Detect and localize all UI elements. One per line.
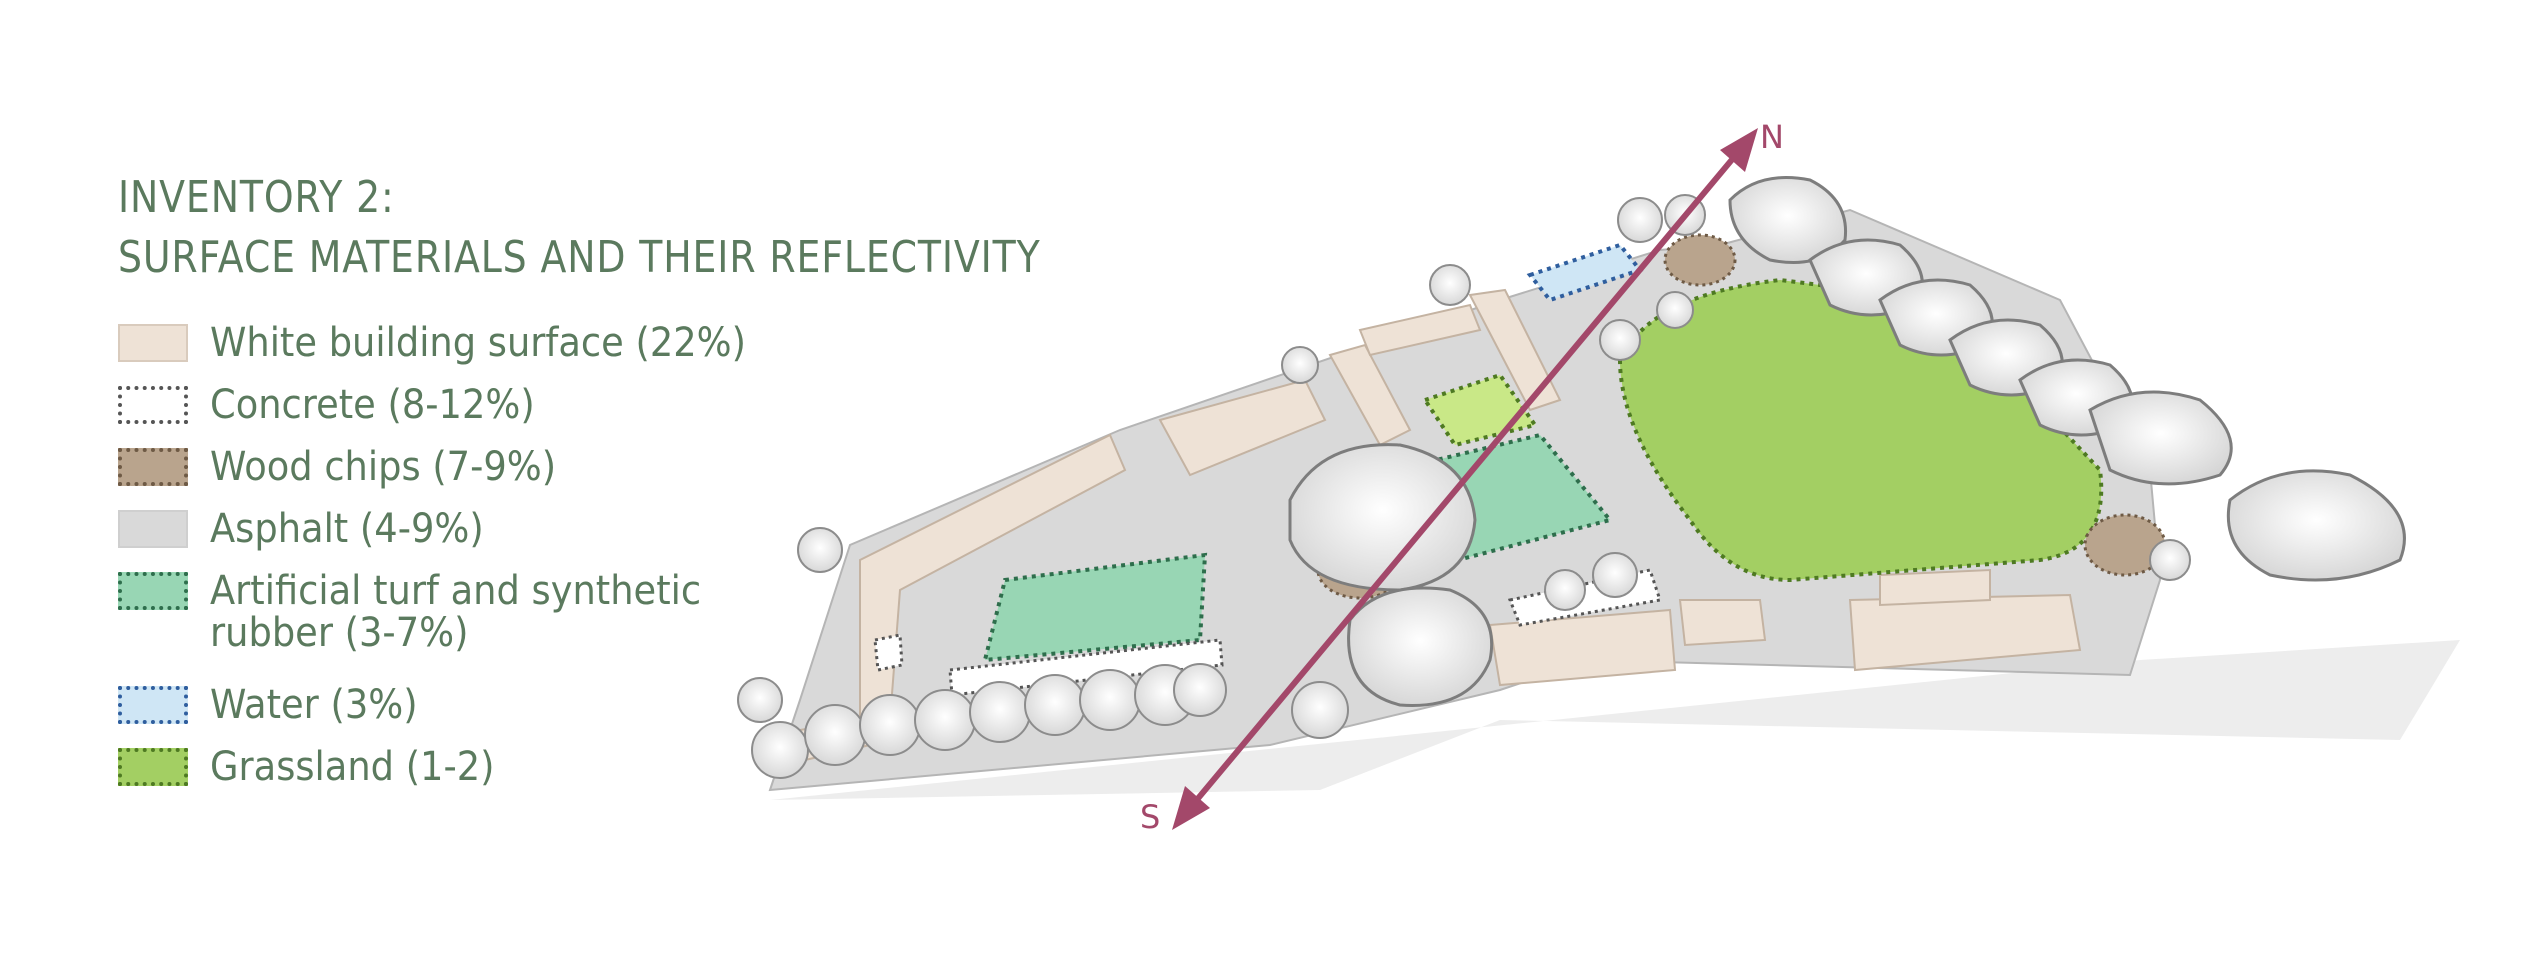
tree [2149,539,2191,581]
north-arrowhead [1720,128,1758,172]
legend-label-turf: Artificial turf and synthetic rubber (3-… [210,570,701,654]
legend-item-wood: Wood chips (7-9%) [118,446,586,488]
building-south-east [1848,593,2082,672]
tree [1173,663,1227,717]
building-south-1 [1488,608,1677,687]
canopy-east-5 [2088,390,2233,486]
building-swatch [118,324,188,362]
tree [1656,291,1694,329]
tree [1592,552,1638,598]
concrete-swatch [118,386,188,424]
tree [859,694,921,756]
legend-label-concrete: Concrete (8-12%) [210,382,535,428]
tree [1281,346,1319,384]
title-line-2: SURFACE MATERIALS AND THEIR REFLECTIVITY [118,232,1041,283]
concrete-strip-edge [873,633,904,672]
tree [1291,681,1349,739]
tree [751,721,809,779]
building-south-east-wing [1879,568,1991,607]
tree [1599,319,1641,361]
south-label: S [1140,798,1161,836]
tree [804,704,866,766]
canopy-south [1347,586,1494,707]
asphalt-swatch [118,510,188,548]
legend-label-turf-line2: rubber (3-7%) [210,610,469,656]
tree [914,689,976,751]
legend-item-building: White building surface (22%) [118,322,793,364]
canopy-northeast [1728,176,1848,264]
legend-item-concrete: Concrete (8-12%) [118,384,563,426]
legend-item-asphalt: Asphalt (4-9%) [118,508,508,550]
legend-item-water: Water (3%) [118,684,436,726]
building-north-2 [1468,288,1562,412]
tree [1024,674,1086,736]
tree [1544,569,1586,611]
legend-label-water: Water (3%) [210,682,418,728]
map-title: INVENTORY 2: SURFACE MATERIALS AND THEIR… [118,168,1041,288]
building-central-wing [1328,343,1412,447]
legend-label-grass: Grassland (1-2) [210,744,495,790]
canopy-far-east [2226,469,2406,582]
legend-item-turf: Artificial turf and synthetic rubber (3-… [118,570,744,654]
building-south-2 [1678,599,1767,647]
tree [1079,669,1141,731]
legend-label-asphalt: Asphalt (4-9%) [210,506,484,552]
legend-label-building: White building surface (22%) [210,320,747,366]
legend-label-wood: Wood chips (7-9%) [210,444,557,490]
canopy-center [1288,443,1477,592]
north-label: N [1760,118,1784,156]
turf-field-west [982,552,1208,663]
wood-chips-north [1663,233,1737,287]
title-line-1: INVENTORY 2: [118,172,395,223]
tree [1617,197,1663,243]
canopy-clusters [1288,176,2406,707]
concrete-strip-west [948,638,1224,697]
trees [737,194,2191,779]
building-center-west [1158,378,1327,477]
south-arrowhead [1172,786,1210,830]
building-north-1 [1358,303,1482,357]
tree [1429,264,1471,306]
grass-swatch [118,748,188,786]
compass-line [1187,148,1743,810]
legend-item-grass: Grassland (1-2) [118,746,519,788]
turf-swatch [118,572,188,610]
tree [797,527,843,573]
compass-arrow [1172,128,1758,830]
legend-label-turf-line1: Artificial turf and synthetic [210,568,702,614]
tree [969,681,1031,743]
tree [737,677,783,723]
wood-swatch [118,448,188,486]
site-shadow [770,640,2460,800]
water-swatch [118,686,188,724]
